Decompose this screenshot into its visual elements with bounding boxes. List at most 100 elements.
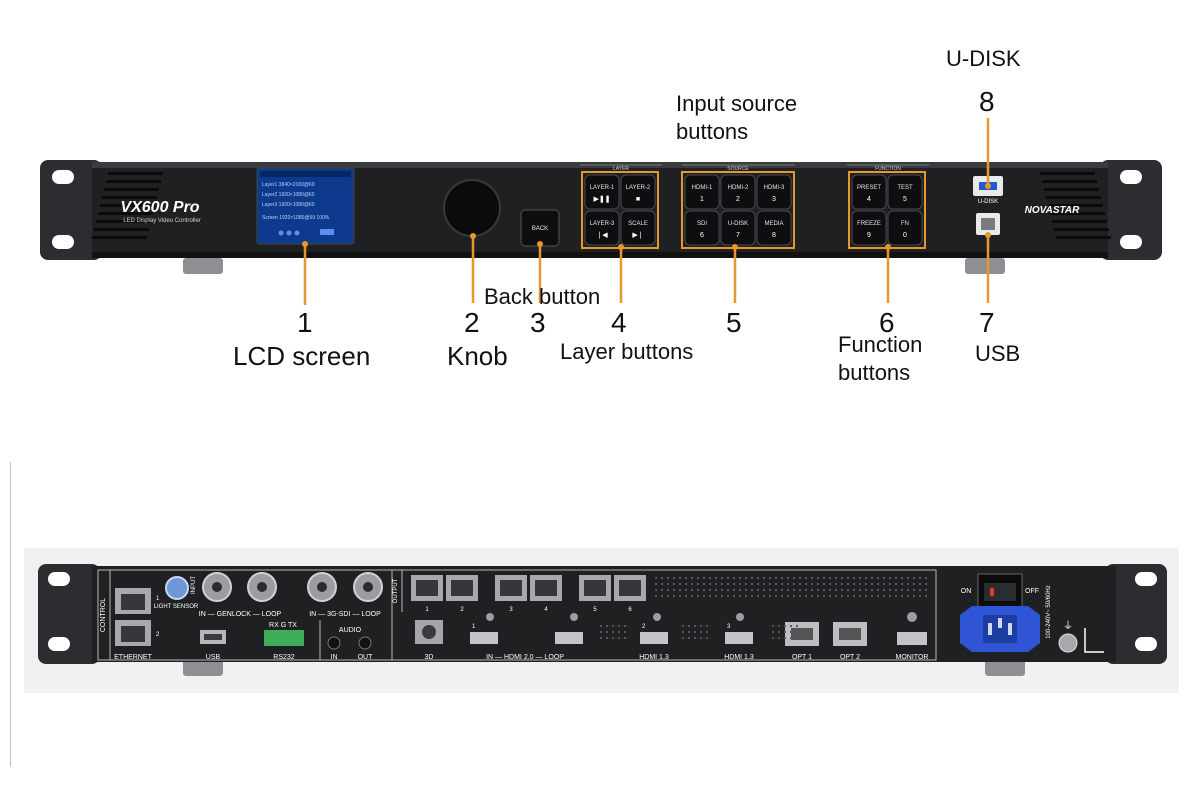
vent-dot	[775, 595, 777, 597]
layer-key[interactable]	[620, 210, 656, 246]
source-key[interactable]	[684, 210, 720, 246]
vent-dot	[745, 589, 747, 591]
vent-dot	[763, 595, 765, 597]
hdmi20-loop-port[interactable]	[555, 632, 583, 644]
vent-dot	[682, 631, 684, 633]
vent-dot	[691, 577, 693, 579]
function-key[interactable]	[851, 210, 887, 246]
vent-dot	[697, 577, 699, 579]
knob[interactable]	[443, 179, 501, 237]
bnc-center	[317, 582, 327, 592]
vent-dot	[733, 583, 735, 585]
screw	[486, 613, 494, 621]
function-key-sublabel: 4	[867, 196, 871, 203]
vent-dot	[829, 583, 831, 585]
layer-key[interactable]	[584, 174, 620, 210]
vent-dot	[865, 577, 867, 579]
vent-dot	[925, 589, 927, 591]
io-frame	[97, 569, 937, 661]
vent-dot	[811, 577, 813, 579]
output-port-inner	[451, 580, 473, 596]
source-key-sublabel: 8	[772, 232, 776, 239]
vent-dot	[763, 589, 765, 591]
ethernet-port-2-inner	[121, 626, 145, 642]
vent-dot	[679, 589, 681, 591]
vent-dot	[679, 577, 681, 579]
hdmi-number: 1	[472, 624, 476, 630]
vent-dot	[799, 589, 801, 591]
vent-dot	[709, 577, 711, 579]
vent-dot	[781, 583, 783, 585]
layer-key[interactable]	[620, 174, 656, 210]
bnc-center	[212, 582, 222, 592]
leader-dot	[985, 183, 991, 189]
ground-icon: ⏚	[1063, 620, 1073, 632]
page-margin-line	[10, 462, 11, 767]
function-key[interactable]	[887, 210, 923, 246]
monitor-port[interactable]	[897, 632, 927, 645]
audio-out-jack[interactable]	[358, 636, 372, 650]
layer-key-sublabel: ❘◀	[596, 231, 608, 239]
vent-dot	[772, 631, 774, 633]
vent-dot	[799, 577, 801, 579]
function-key[interactable]	[887, 174, 923, 210]
hdmi13-label-2: HDMI 1.3	[639, 654, 669, 661]
vent-dot	[769, 595, 771, 597]
vent-dot	[606, 637, 608, 639]
power-switch-rocker	[984, 583, 1016, 601]
audio-label: AUDIO	[339, 627, 362, 634]
vent-dot	[841, 583, 843, 585]
front-foot-right	[965, 258, 1005, 274]
rear-panel: CONTROL ETHERNET 1 2 LIGHT SENSOR INPUT …	[24, 548, 1179, 693]
callout-lcd-screen: LCD screen	[233, 341, 371, 371]
power-rating-label: 100-240V~ 50/60Hz	[1046, 585, 1052, 639]
vent-dot	[853, 595, 855, 597]
vent-dot	[600, 637, 602, 639]
vent-dot	[600, 625, 602, 627]
hdmi13-port-3[interactable]	[725, 632, 753, 644]
vent-dot	[895, 589, 897, 591]
vent-dot	[682, 637, 684, 639]
power-off-label: OFF	[1025, 588, 1039, 595]
vent-dot	[790, 631, 792, 633]
audio-in-jack[interactable]	[327, 636, 341, 650]
source-key[interactable]	[720, 210, 756, 246]
vent-dot	[733, 595, 735, 597]
vent-dot	[793, 595, 795, 597]
source-key-sublabel: 3	[772, 196, 776, 203]
vent-dot	[871, 589, 873, 591]
vent-slot	[100, 204, 155, 207]
opt-port-inner	[839, 628, 861, 640]
lcd-line: Screen 1920×1080@59 100%	[262, 215, 330, 221]
vent-dot	[715, 583, 717, 585]
rack-ear-right	[1100, 160, 1162, 260]
vent-dot	[667, 589, 669, 591]
vent-dot	[715, 595, 717, 597]
vent-dot	[823, 577, 825, 579]
vent-dot	[763, 577, 765, 579]
vent-dot	[694, 637, 696, 639]
source-key[interactable]	[756, 210, 792, 246]
vent-dot	[778, 637, 780, 639]
hdmi13-port-2[interactable]	[640, 632, 668, 644]
vent-dot	[688, 631, 690, 633]
source-key[interactable]	[720, 174, 756, 210]
vent-dot	[709, 595, 711, 597]
rs232-terminal[interactable]	[264, 630, 304, 646]
output-port-number: 5	[593, 607, 597, 613]
layer-key[interactable]	[584, 210, 620, 246]
control-label: CONTROL	[100, 598, 107, 632]
hdmi20-in-port[interactable]	[470, 632, 498, 644]
vent-dot	[775, 583, 777, 585]
lcd-icon	[294, 230, 300, 236]
function-key-label: FN	[901, 221, 909, 227]
vent-dot	[907, 577, 909, 579]
layer-key-sublabel: ■	[636, 196, 640, 203]
layer-key-label: LAYER-2	[626, 185, 651, 191]
source-key[interactable]	[756, 174, 792, 210]
vent-dot	[739, 577, 741, 579]
source-key[interactable]	[684, 174, 720, 210]
ethernet-port-number: 2	[156, 632, 160, 638]
ground-terminal	[1058, 633, 1078, 653]
function-key[interactable]	[851, 174, 887, 210]
